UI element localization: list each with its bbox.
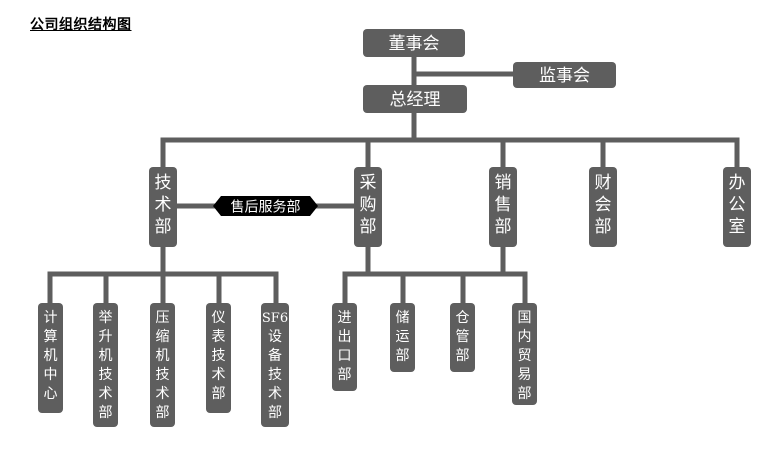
node-lift-tech-label: 举升机技术部 — [99, 310, 113, 421]
node-office-label: 办公室 — [729, 173, 746, 237]
node-domestic-trade: 国内贸易部 — [512, 303, 537, 405]
node-sf6-prefix: SF6 — [262, 311, 288, 326]
diagram-title: 公司组织结构图 — [30, 17, 132, 33]
node-instrument-tech-label: 仪表技术部 — [212, 310, 226, 402]
node-domestic-trade-label: 国内贸易部 — [518, 310, 532, 402]
node-compressor-tech-label: 压缩机技术部 — [156, 310, 170, 421]
node-sf6-tech: SF6 设备技术部 — [261, 303, 289, 427]
node-office: 办公室 — [723, 167, 751, 247]
node-import-export-label: 进出口部 — [338, 310, 352, 383]
node-sales-label: 销售部 — [495, 173, 512, 237]
node-calc-center-label: 计算机中心 — [44, 310, 58, 402]
node-supervisors: 监事会 — [513, 62, 616, 88]
node-supervisors-label: 监事会 — [539, 66, 590, 86]
node-tech-label: 技术部 — [155, 173, 172, 237]
node-aftersales: 售后服务部 — [213, 196, 318, 216]
node-gm-label: 总经理 — [390, 90, 441, 110]
node-finance: 财会部 — [589, 167, 617, 247]
node-sales: 销售部 — [489, 167, 517, 247]
node-calc-center: 计算机中心 — [38, 303, 63, 413]
node-tech: 技术部 — [149, 167, 177, 247]
node-gm: 总经理 — [363, 85, 467, 113]
node-purchase-label: 采购部 — [360, 173, 377, 237]
node-warehouse-label: 仓管部 — [456, 310, 470, 364]
node-sf6-tech-label: 设备技术部 — [268, 329, 282, 421]
node-lift-tech: 举升机技术部 — [93, 303, 118, 427]
node-compressor-tech: 压缩机技术部 — [150, 303, 175, 427]
node-board-label: 董事会 — [389, 34, 440, 54]
node-aftersales-label: 售后服务部 — [231, 200, 301, 216]
node-storage-transport-label: 储运部 — [396, 310, 410, 364]
node-instrument-tech: 仪表技术部 — [206, 303, 231, 413]
node-storage-transport: 储运部 — [390, 303, 415, 372]
node-board: 董事会 — [363, 29, 465, 57]
node-purchase: 采购部 — [354, 167, 382, 247]
node-finance-label: 财会部 — [595, 173, 612, 237]
node-warehouse: 仓管部 — [450, 303, 475, 372]
node-import-export: 进出口部 — [332, 303, 357, 391]
